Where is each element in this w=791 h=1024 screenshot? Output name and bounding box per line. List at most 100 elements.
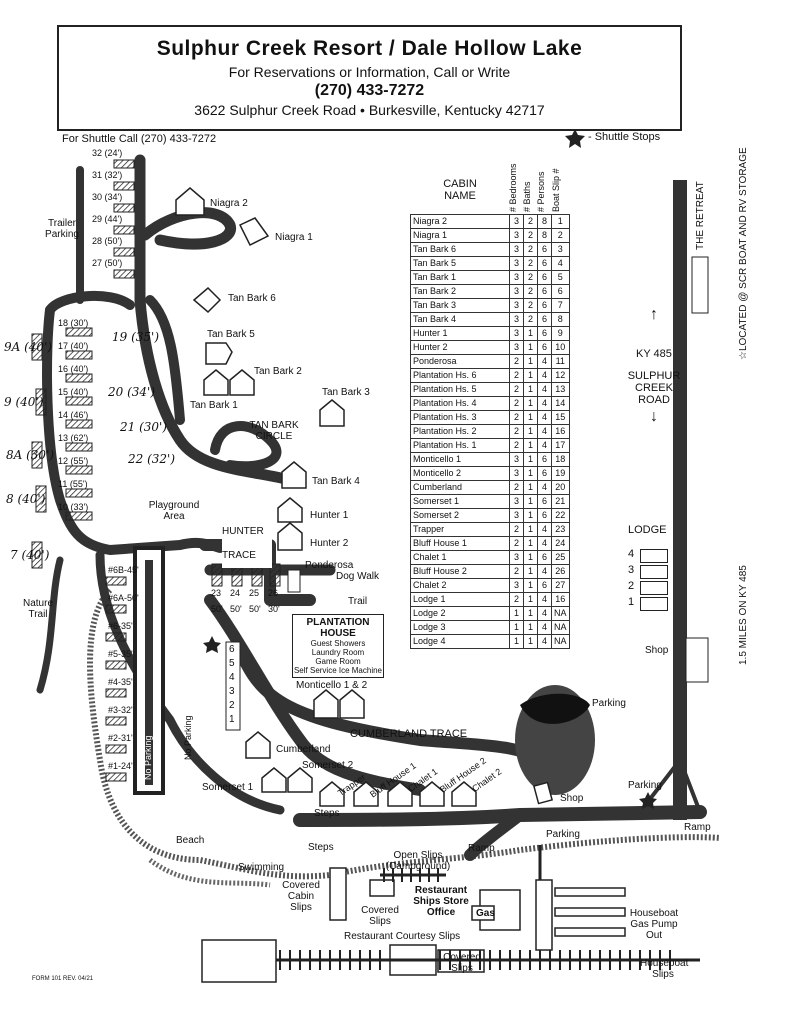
cabin-value-cell: 4 <box>537 424 552 439</box>
cabin-bluff1 <box>353 781 379 807</box>
cabin-value-cell: 1 <box>523 578 538 593</box>
cabin-value-cell: 2 <box>523 270 538 285</box>
plantation-title: PLANTATION HOUSE <box>306 617 370 639</box>
cabin-value-cell: 15 <box>551 410 570 425</box>
plantation-house: PLANTATION HOUSE Guest Showers Laundry R… <box>292 614 384 678</box>
left-site-label: 17 (40') <box>58 341 89 351</box>
cabin-value-cell: 3 <box>509 256 524 271</box>
handwritten-site-note: 19 (35') <box>112 330 160 344</box>
cabin-value-cell: 4 <box>537 368 552 383</box>
cabin-value-cell: 4 <box>537 382 552 397</box>
header-box: Sulphur Creek Resort / Dale Hollow Lake … <box>57 25 682 131</box>
cabin-value-cell: 1 <box>523 424 538 439</box>
cabin-value-cell: 4 <box>537 564 552 579</box>
parking-label-bottom: Parking <box>546 829 580 840</box>
rv-site-blocks <box>113 159 135 279</box>
left-site-block <box>65 327 93 337</box>
cabin-value-cell: 1 <box>523 340 538 355</box>
hash-site-block <box>105 716 127 726</box>
miles-label: 1.5 MILES ON KY 485 <box>738 565 749 665</box>
cabin-value-cell: 3 <box>509 228 524 243</box>
cabin-value-cell: 8 <box>537 228 552 243</box>
left-site-block <box>65 373 93 383</box>
rv-site-label: 31 (32') <box>92 170 123 180</box>
steps-label-1: Steps <box>314 808 340 819</box>
cabin-chalet1 <box>387 781 413 807</box>
cabin-value-cell: 25 <box>551 550 570 565</box>
cabin-value-cell: 4 <box>537 634 552 649</box>
cabin-value-cell: 4 <box>537 592 552 607</box>
plantation-number: 4 <box>229 672 235 683</box>
lodge-number: 4 <box>628 548 635 560</box>
covered-slips-label: Covered Slips <box>361 905 399 927</box>
cabin-value-cell: 2 <box>523 284 538 299</box>
left-site-block <box>65 511 93 521</box>
cabin-value-cell: 1 <box>523 606 538 621</box>
phone-number[interactable]: (270) 433-7272 <box>314 82 425 99</box>
cabin-name-cell: Monticello 1 <box>410 452 510 467</box>
cabin-name-cell: Hunter 1 <box>410 326 510 341</box>
cabin-value-cell: 3 <box>509 494 524 509</box>
shop-box <box>685 637 709 683</box>
cabin-value-cell: 24 <box>551 536 570 551</box>
cabin-value-cell: NA <box>551 634 570 649</box>
handwritten-site-block <box>35 388 47 416</box>
tanbark1-label: Tan Bark 1 <box>190 400 238 411</box>
cabin-name-cell: Lodge 3 <box>410 620 510 635</box>
cabin-value-cell: 12 <box>551 368 570 383</box>
cabin-name-header: CABIN NAME <box>443 178 477 202</box>
address: 3622 Sulphur Creek Road • Burkesville, K… <box>194 102 545 118</box>
lodge-box <box>640 581 668 595</box>
cabin-tanbark3 <box>319 399 345 427</box>
cabin-value-cell: 1 <box>509 606 524 621</box>
the-retreat-box <box>691 256 709 314</box>
cabin-value-cell: 16 <box>551 592 570 607</box>
left-site-label: 13 (62') <box>58 433 89 443</box>
hash-site-block <box>105 660 127 670</box>
cabin-name-cell: Lodge 4 <box>410 634 510 649</box>
cabin-value-cell: 6 <box>537 508 552 523</box>
cabin-value-cell: 2 <box>509 382 524 397</box>
arrow-down-icon: ↓ <box>650 408 658 425</box>
left-site-label: 11 (55') <box>58 479 88 489</box>
cabin-value-cell: 9 <box>551 326 570 341</box>
plantation-line: Game Room <box>315 657 361 666</box>
cabin-value-cell: 16 <box>551 424 570 439</box>
cabin-value-cell: 4 <box>537 606 552 621</box>
row-site-length: 30' <box>268 604 280 614</box>
shuttle-star-plantation <box>203 636 221 653</box>
left-site-block <box>65 396 93 406</box>
cabin-value-cell: 3 <box>509 312 524 327</box>
cabin-value-cell: 1 <box>523 368 538 383</box>
cabin-value-cell: 1 <box>523 550 538 565</box>
cabin-value-cell: 4 <box>537 438 552 453</box>
lodge-number: 2 <box>628 580 635 592</box>
road-niagra <box>139 207 236 250</box>
cabin-tanbark4 <box>281 461 307 489</box>
cabin-value-cell: 6 <box>537 256 552 271</box>
trailer-parking-label: Trailer Parking <box>45 218 79 240</box>
cabin-value-cell: 2 <box>509 396 524 411</box>
cumberland-trace-label: CUMBERLAND TRACE <box>350 728 468 740</box>
plantation-number: 6 <box>229 644 235 655</box>
cabin-value-cell: 6 <box>537 578 552 593</box>
cabin-value-cell: 19 <box>551 466 570 481</box>
beach-shore <box>148 857 271 888</box>
lodge-label: LODGE <box>628 524 667 536</box>
hash-site-block <box>105 632 127 642</box>
cabin-value-cell: NA <box>551 620 570 635</box>
hunter1-label: Hunter 1 <box>310 510 349 521</box>
cabin-name-cell: Niagra 1 <box>410 228 510 243</box>
cabin-value-cell: 1 <box>523 536 538 551</box>
gas-label: Gas <box>476 908 495 919</box>
cabin-name-cell: Hunter 2 <box>410 340 510 355</box>
cabin-value-cell: 6 <box>537 466 552 481</box>
